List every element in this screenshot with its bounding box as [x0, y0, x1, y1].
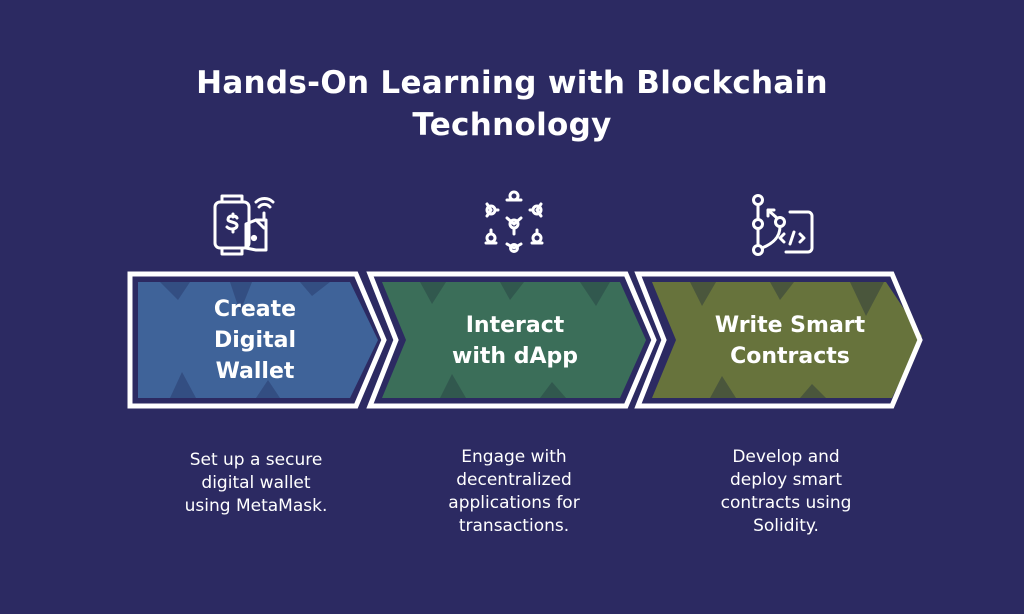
step-3-description-line: deploy smart	[729, 470, 843, 490]
step-1-arrow	[127, 271, 387, 409]
step-1-label: Create Digital Wallet	[160, 294, 350, 387]
step-2-description-line: applications for	[448, 493, 580, 513]
code-branch-icon	[742, 186, 822, 256]
step-2-description-line: decentralized	[456, 470, 572, 490]
step-3-description-line: Solidity.	[753, 516, 819, 536]
step-1-label-line: Create	[213, 297, 297, 322]
step-2-description-line: transactions.	[458, 516, 570, 536]
diagram-title: Hands-On Learning with Blockchain Techno…	[0, 62, 1024, 146]
step-1-label-line: Digital	[214, 328, 296, 353]
step-3-description: Develop and deploy smart contracts using…	[676, 446, 896, 538]
digital-wallet-icon	[206, 188, 286, 258]
step-1-label-line: Wallet	[215, 359, 295, 384]
step-2-arrow	[366, 271, 657, 409]
step-2-label: Interact with dApp	[410, 310, 620, 372]
step-3-label: Write Smart Contracts	[680, 310, 900, 372]
step-1-description-line: digital wallet	[201, 473, 311, 493]
step-3-label-line: Write Smart	[714, 313, 866, 338]
step-2-description-line: Engage with	[461, 447, 567, 467]
title-line-2: Technology	[412, 107, 612, 143]
decentralized-network-icon	[474, 186, 554, 256]
step-3-label-line: Contracts	[730, 344, 850, 369]
step-3-description-line: Develop and	[732, 447, 840, 467]
step-1-description: Set up a secure digital wallet using Met…	[146, 449, 366, 518]
step-1-description-line: using MetaMask.	[184, 496, 328, 516]
step-1-description-line: Set up a secure	[189, 450, 323, 470]
step-3-description-line: contracts using	[720, 493, 852, 513]
title-line-1: Hands-On Learning with Blockchain	[196, 65, 828, 101]
step-3-arrow	[634, 271, 923, 409]
step-2-label-line: with dApp	[452, 344, 578, 369]
step-2-label-line: Interact	[465, 313, 565, 338]
step-2-description: Engage with decentralized applications f…	[404, 446, 624, 538]
